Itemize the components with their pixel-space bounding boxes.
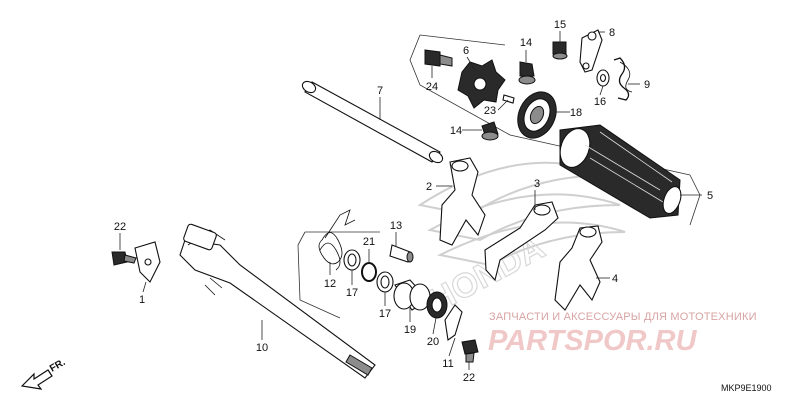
needle-bearing [393,279,431,311]
flange-bolt-right [461,339,479,363]
shift-fork-center [484,201,559,282]
gearshift-spindle [179,223,376,379]
callout-13: 13 [390,220,402,232]
stopper-washer [596,69,610,87]
callout-12: 12 [324,278,336,290]
snap-ring [361,262,377,282]
callout-22-right: 22 [463,372,475,384]
stopper-bolt [552,41,568,60]
bolt-lower [481,121,499,141]
callout-14-lower: 14 [450,125,462,137]
callout-17-b: 17 [379,308,391,320]
drum-center-bolt [424,49,453,67]
shift-fork-right [554,225,603,311]
leader-lines [119,31,702,370]
callout-18: 18 [570,107,582,119]
watermark-main: PARTSPOR.RU [488,325,697,357]
stopper-plate [444,304,463,341]
flange-bolt-left [111,251,137,266]
gearshift-drum [559,124,682,219]
front-direction-arrow: FR. [20,357,68,390]
callout-15: 15 [554,19,566,31]
callout-23: 23 [484,105,496,117]
callout-5: 5 [707,190,713,202]
spindle-stopper-plate [134,241,161,283]
callout-16: 16 [594,96,606,108]
callout-20: 20 [427,336,439,348]
washers [343,249,394,293]
shift-drum-center [457,59,506,109]
callout-14-upper: 14 [520,37,532,49]
callout-22-left: 22 [114,221,126,233]
callout-9: 9 [644,79,650,91]
callout-2: 2 [426,181,432,193]
shift-fork-left [439,157,486,246]
callout-11: 11 [442,358,453,370]
callout-8: 8 [609,27,615,39]
callout-10: 10 [256,342,268,354]
callout-6: 6 [463,45,469,57]
oil-seal [426,291,448,319]
callout-19: 19 [404,324,416,336]
callout-7: 7 [377,85,383,97]
bolt-upper [518,61,536,85]
shift-fork-shaft [301,80,444,164]
callout-3: 3 [534,178,540,190]
callout-21: 21 [363,236,375,248]
return-spring [318,209,356,271]
dowel-pin [502,94,515,104]
stopper-arm-spring [613,57,633,101]
drum-stopper-arm [579,29,603,73]
callout-1: 1 [139,294,145,306]
callout-24: 24 [426,81,438,93]
callout-4: 4 [612,273,618,285]
front-label: FR. [48,357,68,375]
callout-17-a: 17 [346,287,358,299]
stopper-arm-collar [389,244,414,263]
callout-labels: 1 2 3 4 5 6 7 8 9 10 11 12 13 14 14 15 1… [114,19,713,384]
drum-bearing [517,91,557,139]
diagram-code: MKP9E1900 [721,383,772,393]
store-watermark: ЗАПЧАСТИ И АКСЕССУАРЫ ДЛЯ МОТОТЕХНИКИ PA… [488,311,757,357]
watermark-subtitle: ЗАПЧАСТИ И АКСЕССУАРЫ ДЛЯ МОТОТЕХНИКИ [489,311,757,323]
